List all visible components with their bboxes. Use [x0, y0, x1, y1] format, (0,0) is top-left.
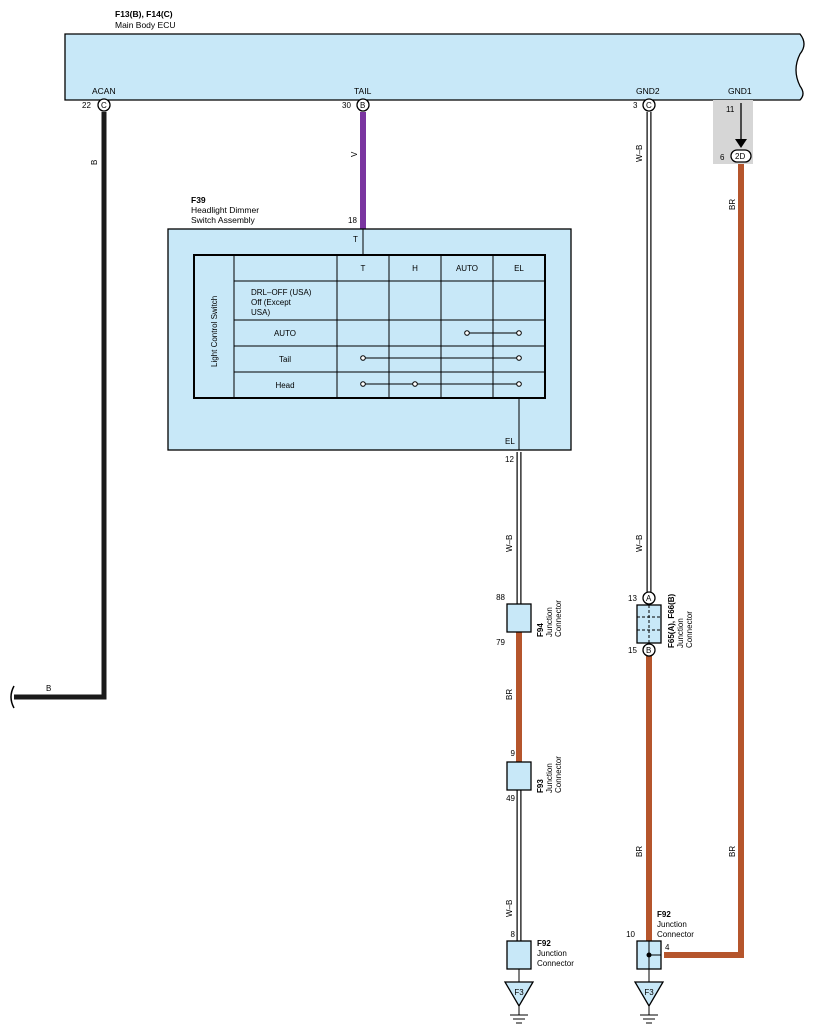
connector-c-letter: C	[101, 101, 107, 110]
f94-line1: Junction	[545, 607, 554, 637]
connector-2d-oval	[730, 149, 752, 163]
connector-c2-circle	[642, 98, 656, 112]
f92-left-line1: Junction	[537, 949, 567, 958]
ecu-pin-tail-label: TAIL	[354, 86, 372, 96]
wire-color-gnd2-mid: W–B	[635, 535, 644, 552]
f65-line2: Connector	[685, 611, 694, 648]
col-header-el: EL	[514, 264, 524, 273]
f92-left-pin-top: 8	[511, 930, 516, 939]
f94-connector	[506, 603, 532, 633]
acan-wire	[14, 112, 107, 700]
connector-b-circle	[356, 98, 370, 112]
f94-pin-top: 88	[496, 593, 505, 602]
switch-name-line2: Switch Assembly	[191, 215, 256, 225]
row-head-label: Head	[275, 381, 294, 390]
main-body-ecu-box	[64, 33, 805, 101]
ecu-pin-acan-label: ACAN	[92, 86, 116, 96]
f92-right-splice-dot	[646, 952, 652, 958]
f92-right-pin-top: 10	[626, 930, 635, 939]
switch-ref: F39	[191, 195, 206, 205]
table-grid	[234, 255, 545, 398]
f93-pin-top: 9	[511, 749, 516, 758]
gnd1-wire	[664, 164, 744, 958]
f65-connector-a-letter: A	[646, 594, 652, 603]
f92-right-line1: Junction	[657, 920, 687, 929]
pin-6: 6	[720, 153, 725, 162]
f93-connector	[506, 761, 532, 791]
f92-left-ref: F92	[537, 939, 551, 948]
switch-in-name: T	[353, 235, 358, 244]
gnd1-arrow-icon	[735, 139, 747, 148]
row-drl-off-line2: Off (Except	[251, 298, 292, 307]
switch-out-pin: 12	[505, 455, 514, 464]
switch-name-line1: Headlight Dimmer	[191, 205, 259, 215]
ground-right-label: F3	[644, 988, 654, 997]
f65-connector-b-circle	[642, 643, 656, 657]
light-control-switch-label: Light Control Switch	[210, 296, 219, 367]
wire-color-acan-bottom: B	[46, 684, 51, 693]
f93-line1: Junction	[545, 763, 554, 793]
col-header-h: H	[412, 264, 418, 273]
row-tail-label: Tail	[279, 355, 291, 364]
f65-connector-a-circle	[642, 591, 656, 605]
switch-out-name: EL	[505, 437, 515, 446]
col-header-t: T	[361, 264, 366, 273]
f94-line2: Connector	[554, 600, 563, 637]
ecu-pin-gnd1-label: GND1	[728, 86, 752, 96]
f65-ref: F65(A), F66(B)	[667, 593, 676, 648]
row-drl-off-line3: USA)	[251, 308, 270, 317]
connector-b-letter: B	[360, 101, 365, 110]
col-header-auto: AUTO	[456, 264, 478, 273]
f92-left-line2: Connector	[537, 959, 574, 968]
f92-right-pin-right: 4	[665, 943, 670, 952]
wire-color-gnd1-bottom: BR	[728, 846, 737, 857]
auto-continuity	[464, 330, 522, 336]
f65-line1: Junction	[676, 618, 685, 648]
f65-connector-b-letter: B	[646, 646, 651, 655]
wire-color-gnd1: BR	[728, 199, 737, 210]
pin-3: 3	[633, 101, 638, 110]
pin-30: 30	[342, 101, 351, 110]
ground-left-label: F3	[514, 988, 524, 997]
f93-ref: F93	[536, 779, 545, 793]
ground-left-icon	[503, 981, 535, 1024]
row-auto-label: AUTO	[274, 329, 296, 338]
f92-right-line2: Connector	[657, 930, 694, 939]
switch-table	[193, 254, 546, 399]
f92-left-connector	[506, 940, 532, 970]
wire-color-f93-f92: W–B	[505, 900, 514, 917]
ecu-name: Main Body ECU	[115, 20, 175, 30]
ecu-pin-gnd2-label: GND2	[636, 86, 660, 96]
row-drl-off-line1: DRL–OFF (USA)	[251, 288, 312, 297]
wire-break-mark	[10, 685, 15, 709]
wire-color-tail: V	[350, 151, 359, 157]
f94-ref: F94	[536, 623, 545, 637]
pin-11: 11	[726, 105, 735, 114]
connector-2d-letter: 2D	[735, 152, 745, 161]
tail-continuity	[360, 355, 522, 361]
f93-pin-bottom: 49	[506, 794, 515, 803]
f93-line2: Connector	[554, 756, 563, 793]
f65-pin-top: 13	[628, 594, 637, 603]
wire-color-acan: B	[90, 160, 99, 165]
f94-pin-bottom: 79	[496, 638, 505, 647]
pin-22: 22	[82, 101, 91, 110]
connector-c-circle	[97, 98, 111, 112]
f92-right-ref: F92	[657, 910, 671, 919]
wire-color-f94-f93: BR	[505, 689, 514, 700]
switch-in-pin: 18	[348, 216, 357, 225]
ecu-ref: F13(B), F14(C)	[115, 9, 173, 19]
connector-c2-letter: C	[646, 101, 652, 110]
head-continuity	[360, 381, 522, 387]
wire-color-gnd2-top: W–B	[635, 145, 644, 162]
ground-right-icon	[633, 981, 665, 1024]
wire-color-f65-f92: BR	[635, 846, 644, 857]
wire-color-el-top: W–B	[505, 535, 514, 552]
f65-pin-bottom: 15	[628, 646, 637, 655]
